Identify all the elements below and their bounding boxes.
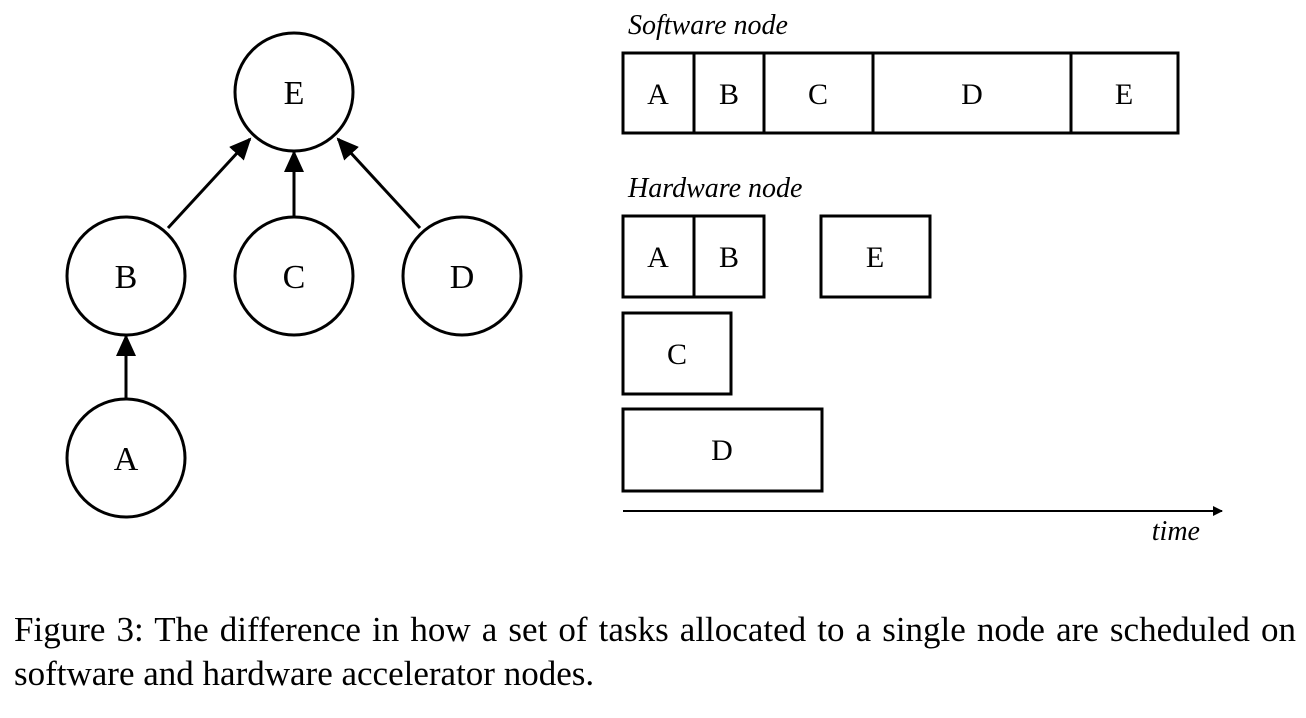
software-task-label: A — [647, 78, 669, 111]
hardware-task-label: B — [719, 241, 739, 274]
graph-node-label: D — [450, 259, 475, 296]
time-axis: time — [623, 506, 1223, 547]
hardware-task-label: D — [711, 434, 733, 467]
graph-node-a: A — [65, 397, 187, 519]
graph-node-label: A — [114, 441, 139, 478]
graph-node-c: C — [233, 215, 355, 337]
hardware-node-title: Hardware node — [627, 173, 802, 204]
software-task-block — [762, 51, 875, 135]
hardware-task-block — [819, 214, 932, 299]
hardware-task-label: A — [647, 241, 669, 274]
hardware-task-label: C — [667, 338, 687, 371]
hardware-node-schedule: Hardware node A B E C D — [621, 173, 932, 493]
graph-node-e: E — [233, 31, 355, 153]
hardware-task-block — [621, 311, 733, 396]
graph-node-label: B — [115, 259, 138, 296]
task-graph: E B C D A — [65, 31, 523, 519]
software-node-schedule: Software node A B C D E — [621, 10, 1180, 135]
edge-b-to-e — [166, 137, 252, 230]
graph-node-d: D — [401, 215, 523, 337]
hardware-task-label: E — [866, 241, 884, 274]
graph-node-label: C — [283, 259, 306, 296]
time-axis-label: time — [1152, 516, 1200, 547]
graph-node-b: B — [65, 215, 187, 337]
edge-d-to-e — [336, 137, 422, 230]
software-task-label: C — [808, 78, 828, 111]
software-task-label: D — [961, 78, 983, 111]
software-task-block — [621, 51, 696, 135]
software-task-block — [1069, 51, 1180, 135]
figure-caption: Figure 3: The difference in how a set of… — [14, 610, 1296, 693]
software-task-label: B — [719, 78, 739, 111]
software-node-title: Software node — [628, 10, 788, 41]
graph-node-label: E — [284, 75, 305, 112]
hardware-task-block — [621, 407, 824, 493]
scheduling-diagram: E B C D A Software node A B C D E — [65, 10, 1223, 547]
software-task-label: E — [1115, 78, 1133, 111]
hardware-task-block — [692, 214, 766, 299]
